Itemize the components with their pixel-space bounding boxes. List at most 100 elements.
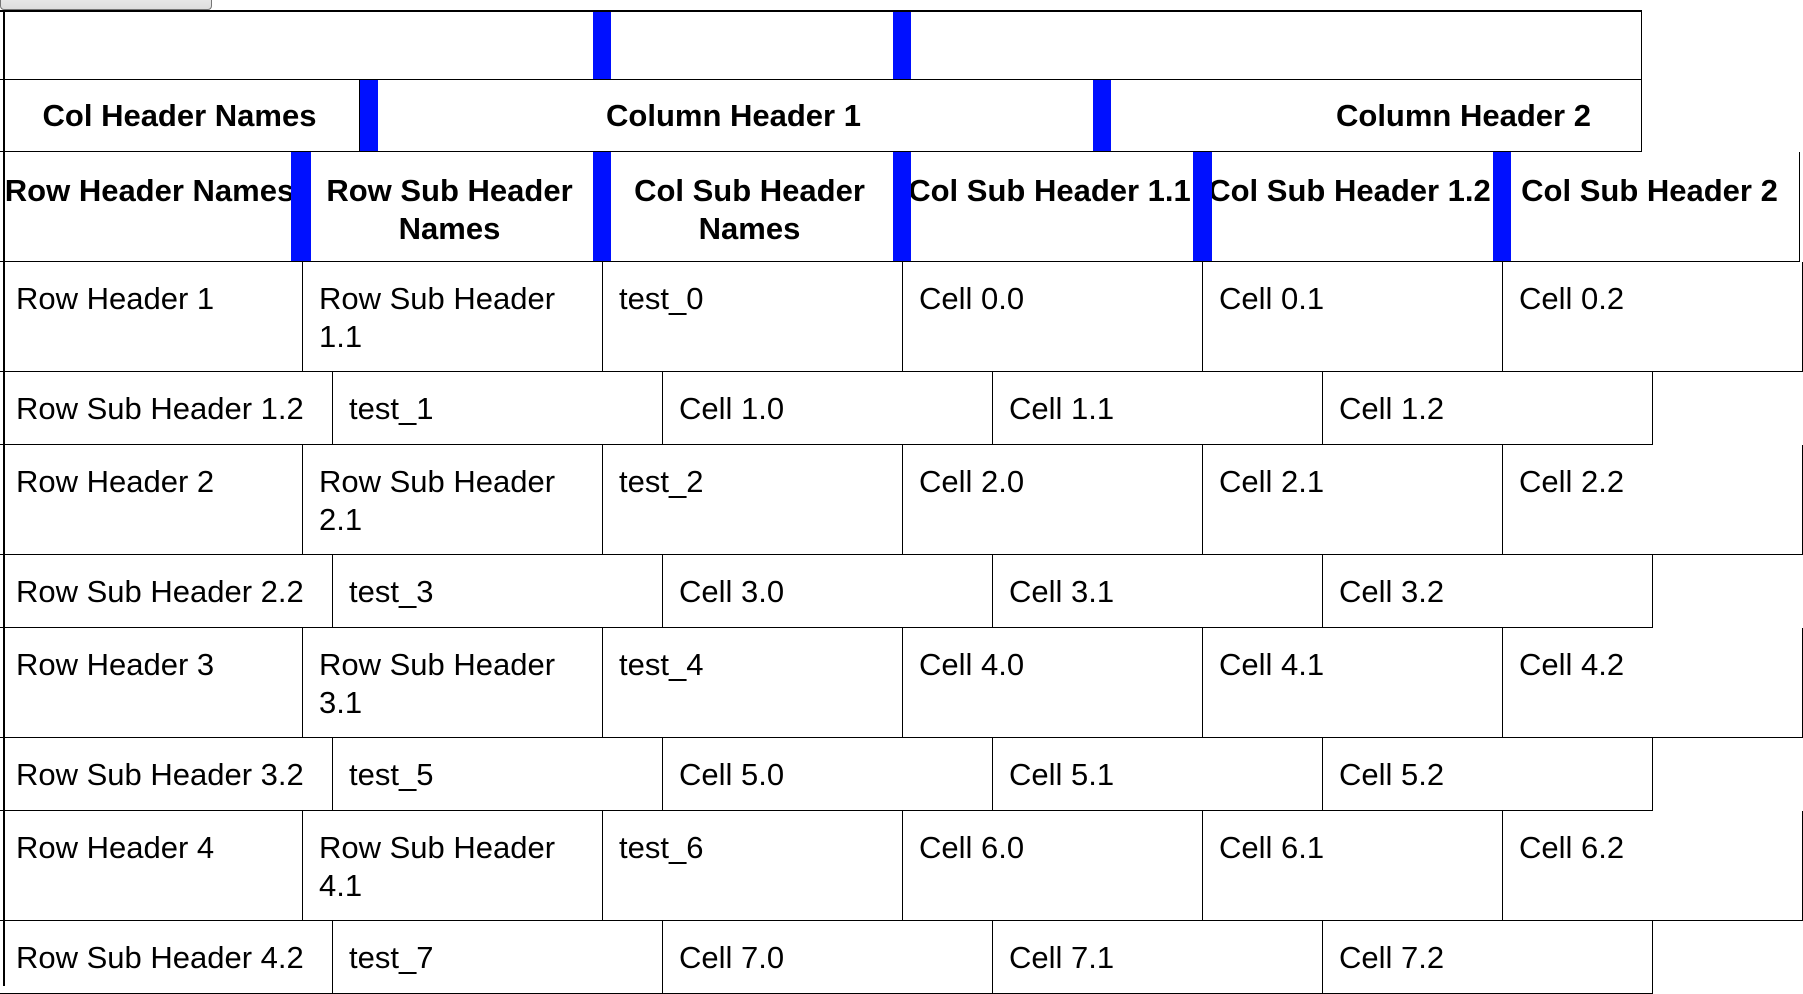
- cell-value: Cell 0.2: [1519, 281, 1625, 316]
- col-sub-header-2-label: Col Sub Header 2: [1521, 173, 1778, 208]
- table-cell: Cell 6.0: [903, 811, 1203, 921]
- row-header-label: Row Header 2: [16, 464, 215, 499]
- table-cell: Cell 0.2: [1503, 262, 1803, 372]
- cell-value: Cell 0.0: [919, 281, 1025, 316]
- table-row-sub-header: Row Sub Header 2.2: [0, 555, 333, 628]
- cell-value: Cell 1.1: [1009, 391, 1115, 426]
- table-cell: Cell 7.2: [1323, 921, 1653, 994]
- table-cell: test_6: [603, 811, 903, 921]
- table-cell: Cell 1.2: [1323, 372, 1653, 445]
- row-sub-header-label: Row Sub Header 3.2: [16, 757, 304, 792]
- cell-value: Cell 2.0: [919, 464, 1025, 499]
- col-sub-header-1-1-label: Col Sub Header 1.1: [908, 173, 1191, 208]
- row-sub-header-label: Row Sub Header 4.1: [319, 830, 556, 903]
- column-resize-handle[interactable]: [593, 152, 611, 261]
- table-cell: Cell 5.2: [1323, 738, 1653, 811]
- row-sub-header-label: Row Sub Header 4.2: [16, 940, 304, 975]
- cell-value: Cell 6.2: [1519, 830, 1625, 865]
- table-cell: test_2: [603, 445, 903, 555]
- cell-value: test_0: [619, 281, 704, 316]
- table-cell: test_3: [333, 555, 663, 628]
- row-header-label: Row Header 1: [16, 281, 215, 316]
- table-top-spacer-row: [0, 11, 1642, 80]
- table-left-border: [3, 11, 5, 986]
- column-resize-handle[interactable]: [893, 11, 911, 79]
- table-cell: test_1: [333, 372, 663, 445]
- col-sub-header-1-1: Col Sub Header 1.1: [900, 152, 1200, 262]
- row-header-names: Row Header Names: [0, 152, 300, 262]
- cell-value: Cell 7.2: [1339, 940, 1445, 975]
- row-sub-header-label: Row Sub Header 1.2: [16, 391, 304, 426]
- table-cell: Cell 0.0: [903, 262, 1203, 372]
- cell-value: Cell 4.1: [1219, 647, 1325, 682]
- table-cell: Cell 1.1: [993, 372, 1323, 445]
- cell-value: test_5: [349, 757, 434, 792]
- table-row-header: Row Header 3: [0, 628, 303, 738]
- col-sub-header-names-label: Col Sub Header Names: [634, 173, 865, 246]
- table-cell: Cell 3.1: [993, 555, 1323, 628]
- cell-value: Cell 4.0: [919, 647, 1025, 682]
- table-row-header: Row Header 1: [0, 262, 303, 372]
- table-cell: Cell 0.1: [1203, 262, 1503, 372]
- column-header-1-label: Column Header 1: [606, 97, 861, 133]
- table-cell: test_0: [603, 262, 903, 372]
- column-resize-handle[interactable]: [593, 11, 611, 79]
- cell-value: test_1: [349, 391, 434, 426]
- row-sub-header-names-label: Row Sub Header Names: [326, 173, 573, 246]
- cell-value: Cell 6.0: [919, 830, 1025, 865]
- row-header-label: Row Header 3: [16, 647, 215, 682]
- cell-value: Cell 7.1: [1009, 940, 1115, 975]
- cell-value: test_3: [349, 574, 434, 609]
- table-cell: Cell 2.1: [1203, 445, 1503, 555]
- table-cell: Cell 3.2: [1323, 555, 1653, 628]
- column-header-2-label: Column Header 2: [1336, 97, 1591, 133]
- table-cell: Cell 5.0: [663, 738, 993, 811]
- column-resize-handle[interactable]: [291, 152, 311, 261]
- table-row-sub-header: Row Sub Header 1.2: [0, 372, 333, 445]
- table-cell: Cell 3.0: [663, 555, 993, 628]
- col-sub-header-2: Col Sub Header 2: [1500, 152, 1800, 262]
- col-sub-header-names: Col Sub Header Names: [600, 152, 900, 262]
- column-resize-handle[interactable]: [1193, 152, 1212, 261]
- table-cell: Cell 4.0: [903, 628, 1203, 738]
- column-resize-handle[interactable]: [360, 80, 378, 151]
- cell-value: Cell 5.0: [679, 757, 785, 792]
- table-cell: test_5: [333, 738, 663, 811]
- table-cell: Cell 2.0: [903, 445, 1203, 555]
- table-row-header: Row Header 4: [0, 811, 303, 921]
- table-row-header: Row Header 2: [0, 445, 303, 555]
- cell-value: test_4: [619, 647, 704, 682]
- column-resize-handle[interactable]: [1093, 80, 1111, 151]
- table-row-sub-header: Row Sub Header 4.1: [303, 811, 603, 921]
- cell-value: Cell 3.1: [1009, 574, 1115, 609]
- table-cell: Cell 4.1: [1203, 628, 1503, 738]
- pivot-table: Col Header Names Column Header 1 Column …: [0, 11, 1803, 994]
- top-button[interactable]: [0, 0, 212, 10]
- table-cell: Cell 2.2: [1503, 445, 1803, 555]
- row-sub-header-names: Row Sub Header Names: [300, 152, 600, 262]
- cell-value: Cell 3.2: [1339, 574, 1445, 609]
- table-cell: Cell 5.1: [993, 738, 1323, 811]
- col-header-names: Col Header Names: [0, 80, 360, 152]
- col-header-names-label: Col Header Names: [42, 97, 317, 133]
- column-header-1: Column Header 1: [360, 80, 1108, 152]
- table-row-sub-header: Row Sub Header 4.2: [0, 921, 333, 994]
- row-sub-header-label: Row Sub Header 3.1: [319, 647, 556, 720]
- col-sub-header-1-2-label: Col Sub Header 1.2: [1208, 173, 1491, 208]
- table-row-sub-header: Row Sub Header 3.1: [303, 628, 603, 738]
- column-resize-handle[interactable]: [893, 152, 911, 261]
- cell-value: Cell 5.1: [1009, 757, 1115, 792]
- cell-value: Cell 7.0: [679, 940, 785, 975]
- row-header-label: Row Header 4: [16, 830, 215, 865]
- cell-value: test_6: [619, 830, 704, 865]
- table-cell: Cell 7.0: [663, 921, 993, 994]
- cell-value: Cell 6.1: [1219, 830, 1325, 865]
- column-resize-handle[interactable]: [1493, 152, 1511, 261]
- table-row-sub-header: Row Sub Header 3.2: [0, 738, 333, 811]
- row-header-names-label: Row Header Names: [4, 173, 295, 208]
- table-cell: Cell 7.1: [993, 921, 1323, 994]
- table-row-sub-header: Row Sub Header 1.1: [303, 262, 603, 372]
- cell-value: Cell 1.0: [679, 391, 785, 426]
- table-cell: Cell 1.0: [663, 372, 993, 445]
- table-cell: test_7: [333, 921, 663, 994]
